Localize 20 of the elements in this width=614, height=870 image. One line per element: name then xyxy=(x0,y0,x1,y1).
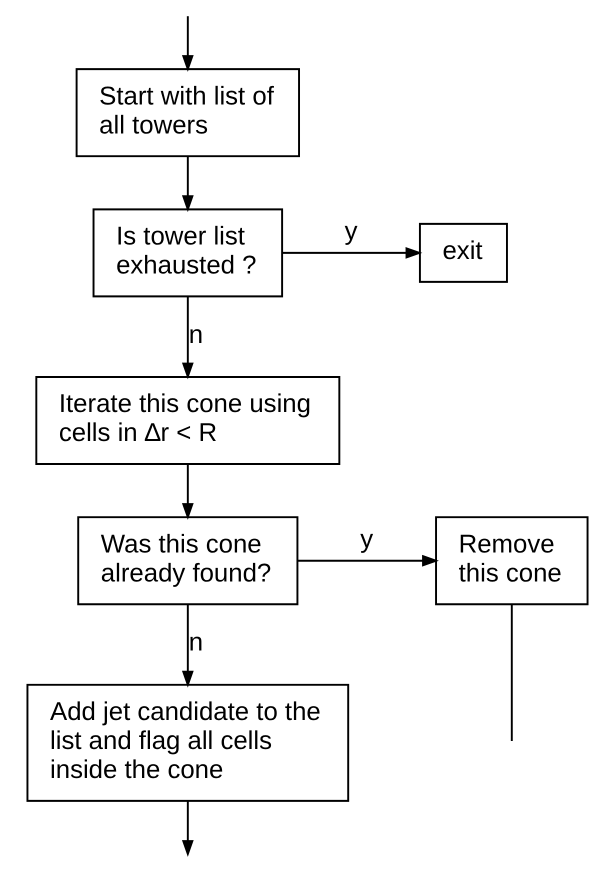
edge-label: y xyxy=(360,526,373,554)
node-box: Is tower list exhausted ? xyxy=(92,208,283,298)
node-box: Start with list of all towers xyxy=(75,68,300,158)
arrow xyxy=(181,801,194,857)
arrow xyxy=(181,464,194,520)
edge-label: y xyxy=(344,218,357,246)
connector xyxy=(510,604,512,741)
node-box: Add jet candidate to the list and flag all cells inside the cone xyxy=(26,684,349,802)
arrow xyxy=(297,554,438,567)
arrow xyxy=(181,604,194,688)
arrow xyxy=(181,296,194,380)
arrow xyxy=(282,246,422,259)
node-box: Remove this cone xyxy=(434,516,588,606)
arrow xyxy=(181,16,194,72)
node-box: Iterate this cone using cells in ∆r < R xyxy=(34,376,340,465)
node-box: exit xyxy=(418,222,508,283)
edge-label: n xyxy=(188,628,203,657)
arrow xyxy=(181,156,194,212)
node-box: Was this cone already found? xyxy=(76,516,298,606)
edge-label: n xyxy=(188,320,203,349)
